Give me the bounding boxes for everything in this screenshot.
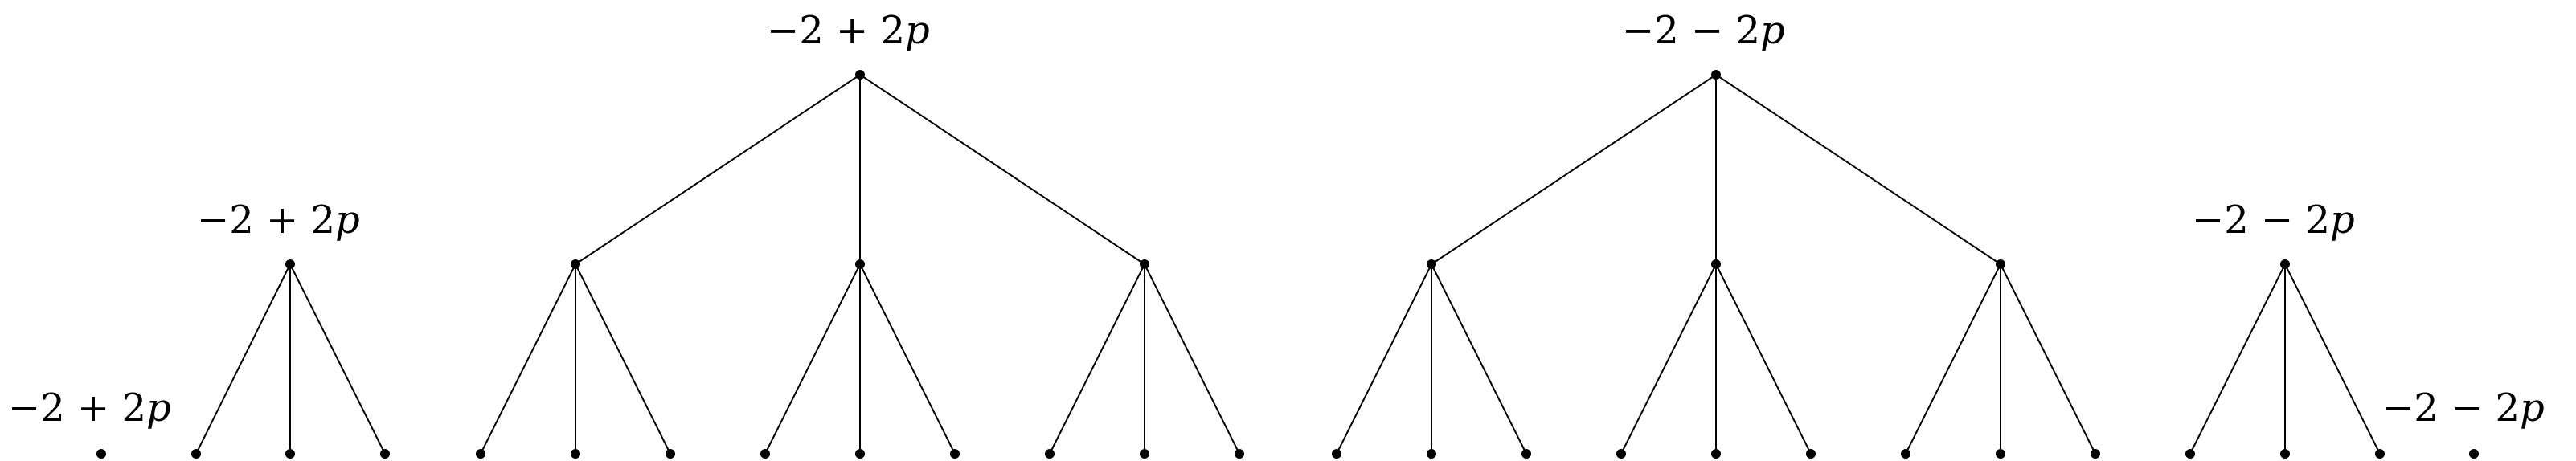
node-left-root (285, 259, 295, 269)
edge-cr-c1-l3 (1431, 263, 1527, 455)
label-right-root-prefix: −2 − 2 (2192, 198, 2330, 243)
node-right-root (2280, 259, 2290, 269)
label-center-left-root-var: p (905, 8, 930, 53)
edge-cr-c1-l1 (1336, 263, 1432, 455)
label-center-right-root: −2 − 2p (1622, 8, 1785, 53)
edge-cr-c2-l1 (1620, 263, 1717, 455)
labels: −2 + 2p −2 + 2p −2 + 2p −2 − 2p −2 − 2p … (8, 8, 2545, 430)
label-center-right-root-var: p (1760, 8, 1785, 53)
leaf (2091, 449, 2100, 459)
label-right-root: −2 − 2p (2192, 198, 2355, 243)
edge-cl-root-c1 (575, 74, 861, 265)
label-center-left-root: −2 + 2p (767, 8, 930, 53)
edge-cr-c2-l3 (1715, 263, 1812, 455)
leaf (666, 449, 675, 459)
edges (195, 74, 2381, 455)
leaf (2375, 449, 2385, 459)
leaf (1996, 449, 2005, 459)
label-center-left-root-prefix: −2 + 2 (767, 8, 905, 53)
leaf (476, 449, 485, 459)
edge-cl-c2-l1 (764, 263, 861, 455)
leaf (380, 449, 390, 459)
label-left-root-var: p (335, 198, 360, 243)
node-cl-child-3 (1140, 259, 1149, 269)
label-far-right-prefix: −2 − 2 (2381, 386, 2520, 430)
leaf (855, 449, 865, 459)
node-cr-child-3 (1996, 259, 2005, 269)
label-far-left-var: p (146, 386, 171, 430)
edge-cl-c3-l1 (1049, 263, 1145, 455)
edge-cr-root-c1 (1431, 74, 1717, 265)
label-center-right-root-prefix: −2 − 2 (1622, 8, 1760, 53)
label-far-left-prefix: −2 + 2 (8, 386, 146, 430)
edge-cr-root-c3 (1715, 74, 2001, 265)
edge-cl-c1-l1 (480, 263, 576, 455)
edge-left-l1 (195, 263, 291, 455)
label-right-root-var: p (2330, 198, 2355, 243)
label-far-right-var: p (2520, 386, 2545, 430)
edge-cl-c2-l3 (859, 263, 956, 455)
leaf (571, 449, 580, 459)
leaf (1235, 449, 1244, 459)
label-left-root-prefix: −2 + 2 (197, 198, 335, 243)
node-cl-child-1 (571, 259, 580, 269)
leaf (1045, 449, 1055, 459)
node-cl-child-2 (855, 259, 865, 269)
edge-right-l1 (2189, 263, 2286, 455)
leaf (1901, 449, 1910, 459)
node-cr-child-2 (1711, 259, 1721, 269)
node-far-left (96, 449, 106, 459)
edge-cr-c3-l3 (2000, 263, 2096, 455)
edge-cl-c1-l3 (575, 263, 671, 455)
node-cr-child-1 (1427, 259, 1436, 269)
edge-cr-c3-l1 (1905, 263, 2001, 455)
label-far-right: −2 − 2p (2381, 386, 2545, 430)
edge-left-l3 (289, 263, 386, 455)
leaf (2185, 449, 2195, 459)
leaf (1332, 449, 1341, 459)
nodes (96, 70, 2479, 459)
leaf (191, 449, 201, 459)
label-far-left: −2 + 2p (8, 386, 171, 430)
leaf (1521, 449, 1531, 459)
node-center-right-root (1711, 70, 1721, 80)
leaf (2280, 449, 2290, 459)
leaf (285, 449, 295, 459)
edge-right-l3 (2284, 263, 2381, 455)
leaf (1140, 449, 1149, 459)
label-left-root: −2 + 2p (197, 198, 360, 243)
leaf (1711, 449, 1721, 459)
node-center-left-root (855, 70, 865, 80)
edge-cl-root-c3 (859, 74, 1145, 265)
edge-cl-c3-l3 (1144, 263, 1240, 455)
leaf (1427, 449, 1436, 459)
leaf (1616, 449, 1626, 459)
leaf (760, 449, 770, 459)
leaf (950, 449, 960, 459)
node-far-right (2469, 449, 2479, 459)
leaf (1806, 449, 1816, 459)
